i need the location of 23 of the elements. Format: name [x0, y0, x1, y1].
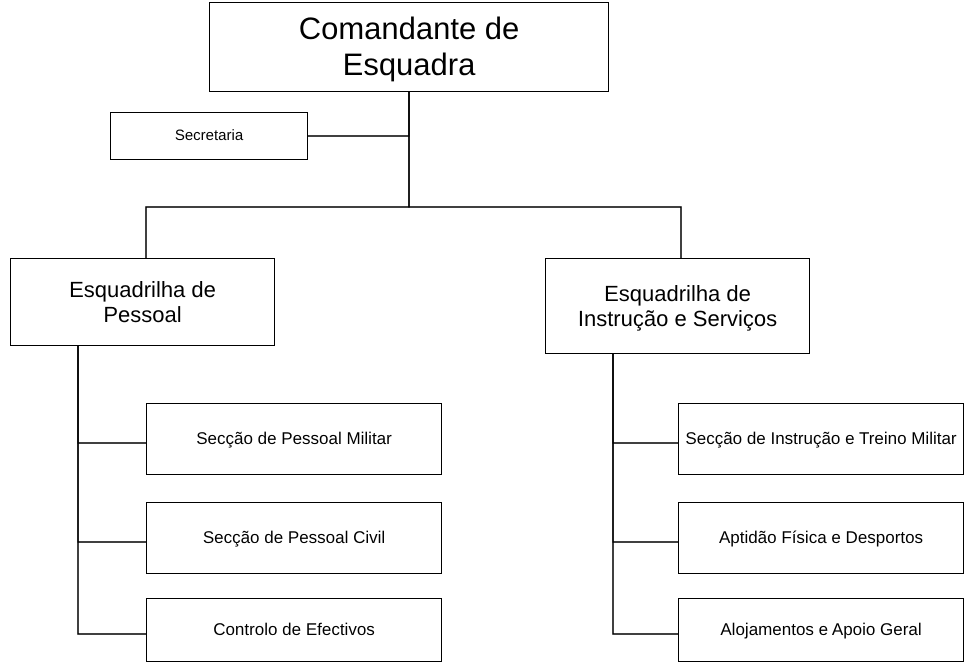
unit-label: Esquadrilha de Pessoal: [68, 276, 217, 328]
connector-line: [612, 354, 678, 635]
unit-label: Controlo de Efectivos: [213, 620, 375, 640]
connector-line: [77, 346, 146, 635]
org-box: [678, 403, 964, 475]
org-box: [146, 403, 442, 475]
unit-label: Secção de Pessoal Civil: [202, 528, 386, 548]
unit-label: Secção de Instrução e Treino Militar: [685, 429, 957, 449]
unit-label: Secção de Pessoal Militar: [196, 429, 392, 449]
org-box: [110, 112, 308, 160]
unit-label: Comandante de Esquadra: [298, 11, 520, 83]
unit-label: Esquadrilha de Instrução e Serviços: [576, 280, 778, 332]
org-box: [545, 258, 810, 354]
org-box: [146, 598, 442, 662]
org-box: [678, 502, 964, 574]
org-box: [10, 258, 275, 346]
org-box: [209, 2, 609, 92]
org-box: [678, 598, 964, 662]
unit-label: Aptidão Física e Desportos: [718, 528, 924, 548]
connector-line: [408, 92, 682, 258]
org-box: [146, 502, 442, 574]
unit-label: Alojamentos e Apoio Geral: [720, 620, 922, 640]
unit-label: Secretaria: [174, 127, 244, 145]
